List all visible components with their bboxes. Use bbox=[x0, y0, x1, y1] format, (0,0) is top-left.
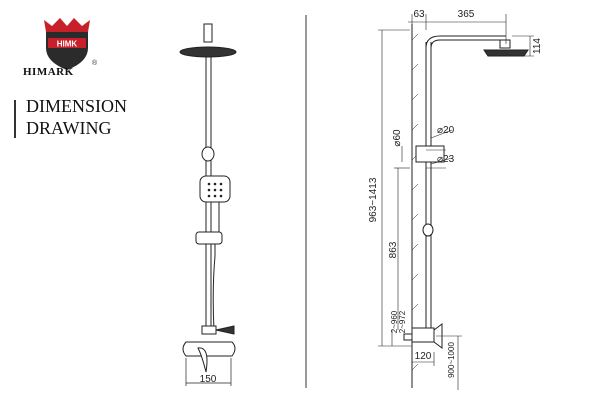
front-diverter-knob bbox=[215, 325, 235, 335]
dim-d23-label: ⌀23 bbox=[437, 154, 455, 165]
side-view bbox=[378, 14, 534, 390]
front-diverter bbox=[201, 325, 217, 335]
front-view bbox=[179, 23, 237, 386]
side-collar bbox=[422, 223, 434, 237]
title-accent-bar bbox=[14, 100, 16, 138]
logo-shield-text: HIMK bbox=[57, 40, 78, 49]
registered-mark: ® bbox=[92, 60, 98, 67]
dim-63-label: 63 bbox=[413, 9, 425, 20]
dim-total-label: 963~1413 bbox=[368, 177, 379, 222]
dim-150-label: 150 bbox=[200, 374, 217, 385]
dim-863-label: 863 bbox=[388, 241, 399, 258]
himark-logo: HIMK bbox=[44, 18, 90, 70]
dim-365-label: 365 bbox=[458, 9, 475, 20]
front-hand-grip bbox=[210, 201, 220, 233]
side-wall-inlet bbox=[403, 333, 413, 341]
dim-d60-label: ⌀60 bbox=[392, 129, 403, 147]
dim-range-a-label: 2~960 bbox=[390, 310, 399, 333]
front-head-connector bbox=[203, 23, 213, 43]
front-mixer-body bbox=[182, 341, 236, 357]
dim-d20-label: ⌀20 bbox=[437, 125, 455, 136]
front-rain-head bbox=[179, 46, 237, 58]
wall-hatch bbox=[411, 33, 419, 371]
side-head-connector bbox=[499, 39, 511, 49]
front-hose bbox=[212, 244, 216, 331]
side-arm-top bbox=[425, 35, 506, 49]
side-arm-bottom bbox=[430, 39, 506, 49]
dim-900-label: 900~1000 bbox=[447, 342, 456, 378]
dim-range-b-label: 2~972 bbox=[398, 310, 407, 333]
front-hand-shower-nozzles bbox=[207, 182, 223, 198]
side-mixer bbox=[411, 327, 435, 343]
title-line-2: DRAWING bbox=[26, 118, 112, 138]
dim-120-label: 120 bbox=[415, 351, 432, 362]
front-slider bbox=[195, 231, 223, 245]
front-mixer-lever bbox=[197, 347, 208, 373]
dim-114-label: 114 bbox=[532, 38, 543, 54]
logo-crown-icon bbox=[44, 18, 90, 32]
title-line-1: DIMENSION bbox=[26, 96, 127, 116]
brand-name: HIMARK bbox=[23, 66, 74, 78]
side-rain-head bbox=[483, 49, 529, 57]
front-collar bbox=[201, 146, 215, 162]
